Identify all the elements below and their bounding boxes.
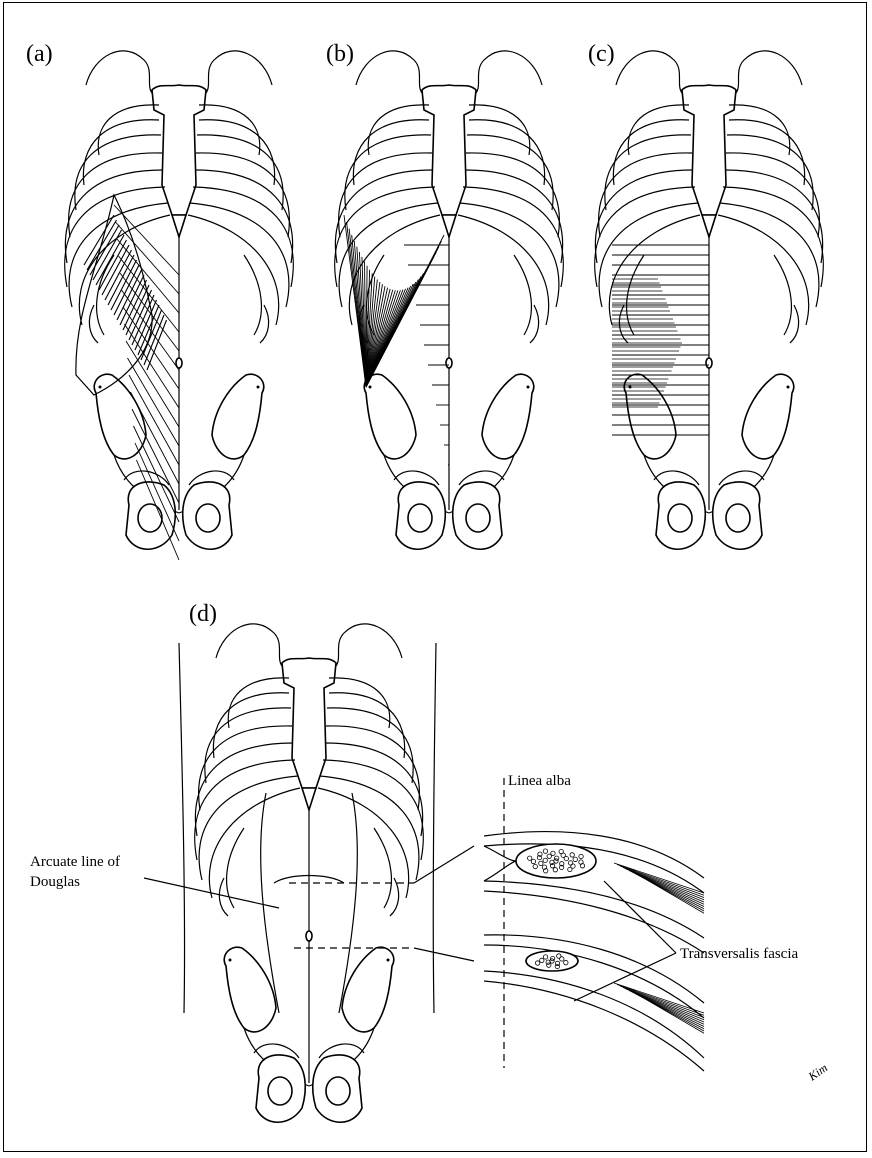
torso-outline-left bbox=[179, 643, 185, 1013]
torso-outline-right bbox=[433, 643, 436, 1013]
fiber-line bbox=[105, 250, 132, 300]
fiber-line bbox=[641, 997, 704, 1034]
fiber-line bbox=[620, 986, 704, 1018]
label-transversalis-fascia: Transversalis fascia bbox=[680, 946, 799, 962]
cross-section-upper bbox=[484, 832, 704, 953]
fiber-line bbox=[114, 265, 139, 315]
oblique-layers-upper bbox=[614, 863, 704, 913]
panel-c-skeleton bbox=[595, 51, 824, 549]
panel-a-skeleton bbox=[65, 51, 294, 560]
fiber-line bbox=[366, 235, 444, 387]
leader-arcuate bbox=[144, 878, 279, 908]
fiber-line bbox=[93, 230, 122, 280]
label-linea-alba: Linea alba bbox=[508, 773, 571, 789]
fiber-line bbox=[123, 280, 147, 330]
fiber-line bbox=[623, 988, 704, 1020]
panel-label-d: (d) bbox=[189, 601, 217, 627]
label-arcuate-line-1: Arcuate line of bbox=[30, 854, 120, 870]
leader-fascia-lower bbox=[574, 953, 676, 1001]
signature: Kim bbox=[805, 1060, 831, 1084]
fiber-line bbox=[623, 868, 704, 900]
connector-upper bbox=[414, 846, 474, 883]
oblique-layers-lower bbox=[614, 983, 704, 1033]
fiber-line bbox=[99, 240, 127, 290]
panel-b-skeleton bbox=[335, 51, 564, 549]
panel-label-c: (c) bbox=[588, 41, 615, 67]
figure-frame: (a) (b) (c) (d) bbox=[3, 2, 867, 1152]
panel-d-torso bbox=[179, 624, 474, 1122]
fiber-line bbox=[620, 866, 704, 898]
fiber-line bbox=[111, 260, 137, 310]
fiber-line bbox=[96, 235, 124, 285]
fiber-line bbox=[108, 255, 134, 305]
fiber-line bbox=[617, 985, 704, 1016]
fiber-line bbox=[122, 290, 180, 370]
label-arcuate-line-2: Douglas bbox=[30, 874, 80, 890]
fiber-line bbox=[641, 877, 704, 914]
panel-label-a: (a) bbox=[26, 41, 53, 67]
panel-label-b: (b) bbox=[326, 41, 354, 67]
fiber-line bbox=[84, 215, 114, 265]
connector-lower bbox=[414, 948, 474, 961]
anatomy-figure: (a) (b) (c) (d) bbox=[4, 3, 868, 1153]
